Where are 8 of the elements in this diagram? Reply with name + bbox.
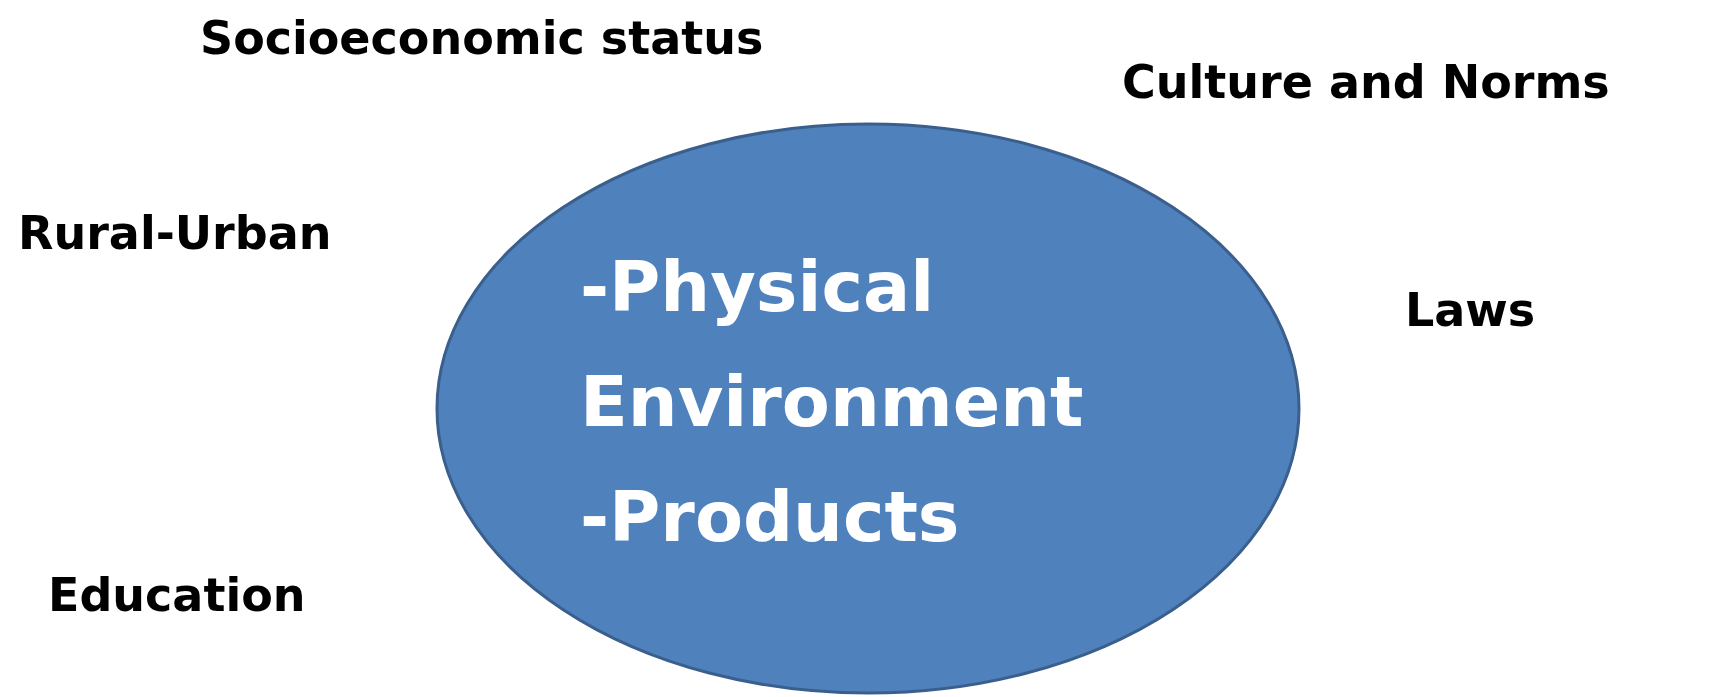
ellipse-node [435, 122, 1301, 695]
node-text: -Physical Environment [580, 245, 1085, 445]
factor-label: Rural-Urban [18, 206, 332, 260]
node-text: -Products [580, 475, 961, 560]
factor-label: Laws [1405, 283, 1536, 337]
factor-label: Culture and Norms [1122, 55, 1610, 109]
factor-label: Socioeconomic status [200, 11, 764, 65]
factor-label: Education [48, 568, 306, 622]
